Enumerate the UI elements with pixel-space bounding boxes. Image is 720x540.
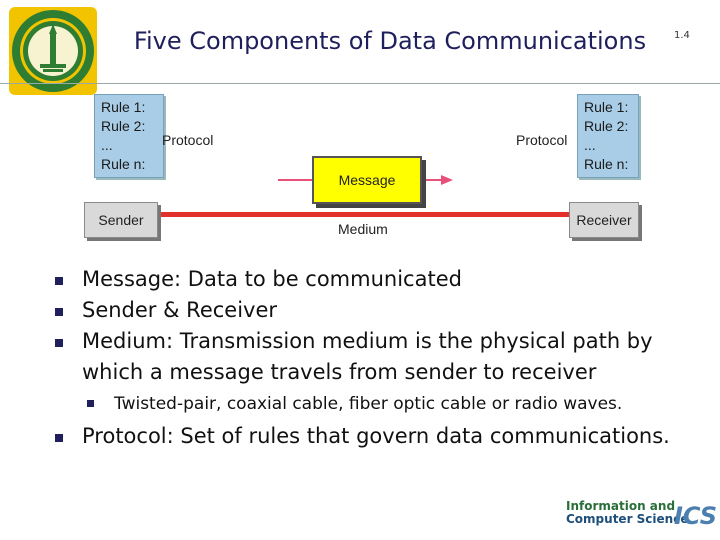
bullet-square-icon bbox=[55, 308, 63, 316]
rule-line: ... bbox=[101, 137, 113, 153]
bullet-list: Message: Data to be communicated Sender … bbox=[52, 264, 692, 452]
ics-logo: Information and Computer Science ICS bbox=[566, 500, 717, 538]
medium-line bbox=[158, 212, 570, 217]
ics-logo-text: Information and Computer Science bbox=[566, 500, 688, 526]
bullet-text: Message: Data to be communicated bbox=[82, 267, 462, 291]
receiver-rules-box: Rule 1: Rule 2: ... Rule n: bbox=[577, 94, 639, 178]
rule-line: Rule 1: bbox=[584, 99, 629, 115]
university-seal-logo bbox=[9, 7, 97, 95]
sub-bullet-item: Twisted-pair, coaxial cable, fiber optic… bbox=[82, 394, 692, 415]
medium-label: Medium bbox=[338, 221, 388, 237]
message-box: Message bbox=[312, 156, 422, 204]
bullet-item: Protocol: Set of rules that govern data … bbox=[52, 421, 692, 452]
slide-number: 1.4 bbox=[674, 30, 690, 41]
communication-diagram: Rule 1: Rule 2: ... Rule n: Protocol Rul… bbox=[80, 90, 650, 240]
slide-title: Five Components of Data Communications bbox=[133, 27, 647, 55]
bullet-square-icon bbox=[55, 277, 63, 285]
sub-bullet-text: Twisted-pair, coaxial cable, fiber optic… bbox=[114, 394, 623, 414]
bullet-text: Protocol: Set of rules that govern data … bbox=[82, 424, 670, 448]
rule-line: Rule 2: bbox=[584, 118, 629, 134]
bullet-text: Sender & Receiver bbox=[82, 298, 278, 322]
bullet-square-icon bbox=[55, 434, 63, 442]
rule-line: Rule 2: bbox=[101, 118, 146, 134]
rule-line: ... bbox=[584, 137, 596, 153]
sender-rules-box: Rule 1: Rule 2: ... Rule n: bbox=[94, 94, 164, 178]
ics-logo-line1: Information and bbox=[566, 499, 676, 513]
rule-line: Rule 1: bbox=[101, 99, 146, 115]
header-divider bbox=[0, 83, 720, 84]
rule-line: Rule n: bbox=[584, 156, 629, 172]
bullet-item: Message: Data to be communicated bbox=[52, 264, 692, 295]
ics-logo-mark: ICS bbox=[674, 502, 717, 530]
left-protocol-label: Protocol bbox=[162, 132, 214, 148]
bullet-square-icon bbox=[55, 339, 63, 347]
ics-logo-line2: Computer Science bbox=[566, 512, 689, 526]
right-protocol-label: Protocol bbox=[516, 132, 568, 148]
bullet-square-icon bbox=[87, 400, 94, 407]
rule-line: Rule n: bbox=[101, 156, 146, 172]
bullet-item: Medium: Transmission medium is the physi… bbox=[52, 326, 692, 388]
sender-box: Sender bbox=[84, 202, 158, 238]
bullet-text: Medium: Transmission medium is the physi… bbox=[82, 329, 653, 384]
bullet-item: Sender & Receiver bbox=[52, 295, 692, 326]
receiver-box: Receiver bbox=[569, 202, 639, 238]
